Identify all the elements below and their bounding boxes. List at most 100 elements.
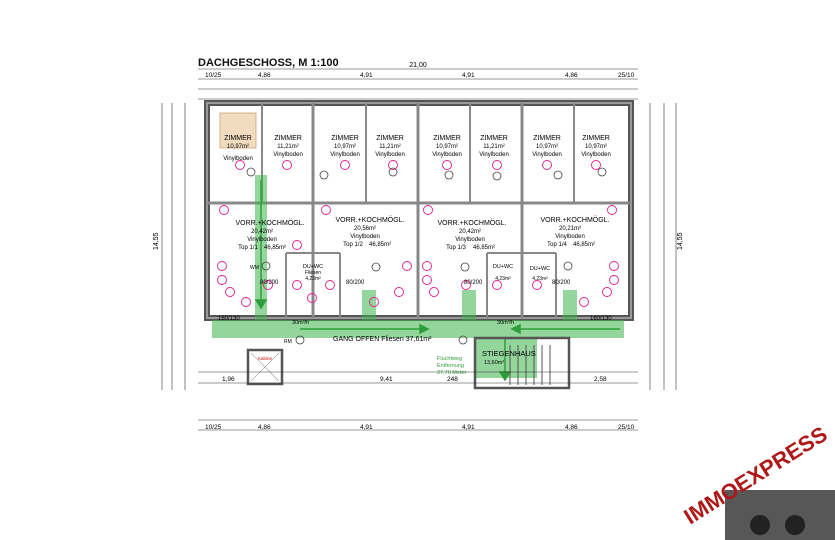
svg-text:ZIMMER: ZIMMER — [376, 135, 404, 142]
svg-text:DU+WC: DU+WC — [303, 264, 323, 270]
highlight-room — [219, 112, 257, 149]
bath-unit-2: DU+WC Fliesen 4,23m² — [303, 264, 323, 282]
bottom-dimensions — [198, 371, 638, 431]
svg-text:46,85m²: 46,85m² — [573, 242, 595, 248]
lift-shaft — [246, 348, 284, 386]
svg-text:VORR.+KOCHMÖGL.: VORR.+KOCHMÖGL. — [437, 219, 506, 227]
room-markers — [217, 160, 619, 307]
vent-label-1: 30m³/h — [292, 320, 309, 326]
svg-text:ZIMMER: ZIMMER — [224, 135, 252, 142]
svg-text:20,21m²: 20,21m² — [559, 226, 581, 232]
svg-text:Top 1/2: Top 1/2 — [343, 242, 363, 248]
unit-3: ZIMMER 10,97m² Vinylboden ZIMMER 11,21m²… — [432, 135, 509, 251]
svg-text:Top 1/3: Top 1/3 — [446, 245, 466, 251]
door-label-4: 80/200 — [552, 280, 571, 286]
svg-text:DU+WC: DU+WC — [493, 264, 513, 270]
escape-label-3: 27,70 Meter — [437, 370, 467, 376]
side-dimension-lines — [161, 103, 677, 390]
bottom-left: 1,96 — [222, 376, 235, 383]
svg-text:20,42m²: 20,42m² — [459, 229, 481, 235]
svg-text:ZIMMER: ZIMMER — [274, 135, 302, 142]
window-label-left: 160/130 — [218, 316, 240, 322]
lift-label: Kabine — [258, 356, 273, 361]
wm-label: WM — [250, 265, 259, 271]
svg-text:VORR.+KOCHMÖGL.: VORR.+KOCHMÖGL. — [335, 216, 404, 224]
bottom-seg-2: 4,91 — [360, 424, 373, 431]
svg-text:20,42m²: 20,42m² — [251, 229, 273, 235]
svg-text:20,56m²: 20,56m² — [354, 226, 376, 232]
top-seg-4: 4,86 — [565, 72, 578, 79]
bottom-seg-4: 4,86 — [565, 424, 578, 431]
svg-text:Vinylboden: Vinylboden — [273, 152, 303, 158]
door-label-3: 80/200 — [464, 280, 483, 286]
door-label-1: 80/200 — [260, 280, 279, 286]
svg-text:46,85m²: 46,85m² — [473, 245, 495, 251]
svg-text:Top 1/1: Top 1/1 — [238, 245, 258, 251]
svg-text:ZIMMER: ZIMMER — [533, 135, 561, 142]
door-label-2: 80/200 — [346, 280, 365, 286]
stair-house — [473, 336, 571, 390]
svg-text:10,97m²: 10,97m² — [227, 144, 249, 150]
svg-text:4,23m²: 4,23m² — [495, 276, 511, 282]
top-seg-1: 4,86 — [258, 72, 271, 79]
svg-text:Vinylboden: Vinylboden — [479, 152, 509, 158]
svg-text:46,85m²: 46,85m² — [369, 242, 391, 248]
escape-arrows — [254, 180, 620, 382]
svg-text:11,21m²: 11,21m² — [277, 144, 299, 150]
depth-right: 14,55 — [677, 232, 684, 250]
escape-label-2: Entfernung — [437, 363, 464, 369]
svg-text:10,97m²: 10,97m² — [536, 144, 558, 150]
svg-text:46,85m²: 46,85m² — [264, 245, 286, 251]
svg-text:Top 1/4: Top 1/4 — [547, 242, 567, 248]
svg-text:4,23m²: 4,23m² — [532, 276, 548, 282]
rm-label: RM — [284, 339, 292, 345]
top-edge-right: 25/10 — [618, 72, 635, 79]
top-seg-2: 4,91 — [360, 72, 373, 79]
svg-text:Vinylboden: Vinylboden — [432, 152, 462, 158]
svg-text:10,97m²: 10,97m² — [585, 144, 607, 150]
bottom-edge-left: 10/25 — [205, 424, 222, 431]
watermark: IMMOEXPRESS — [679, 421, 835, 540]
svg-text:Vinylboden: Vinylboden — [555, 234, 585, 240]
svg-text:10,97m²: 10,97m² — [436, 144, 458, 150]
svg-text:11,21m²: 11,21m² — [379, 144, 401, 150]
bottom-seg-3: 4,91 — [462, 424, 475, 431]
svg-text:Vinylboden: Vinylboden — [455, 237, 485, 243]
bottom-edge-right: 25/10 — [618, 424, 635, 431]
top-seg-3: 4,91 — [462, 72, 475, 79]
svg-text:10,97m²: 10,97m² — [334, 144, 356, 150]
bath-unit-3: DU+WC 4,23m² — [493, 264, 513, 282]
unit-2: ZIMMER 10,97m² Vinylboden ZIMMER 11,21m²… — [330, 135, 405, 248]
svg-text:4,23m²: 4,23m² — [305, 276, 321, 282]
interior-walls — [207, 103, 631, 318]
stair-label: STIEGENHAUS — [482, 349, 536, 358]
bath-unit-4: DU+WC 4,23m² — [530, 266, 550, 282]
unit-4: ZIMMER 10,97m² Vinylboden ZIMMER 10,97m²… — [532, 135, 611, 248]
svg-text:Vinylboden: Vinylboden — [247, 237, 277, 243]
overall-width: 21,00 — [409, 62, 427, 69]
svg-text:11,21m²: 11,21m² — [483, 144, 505, 150]
vent-label-2: 30m³/h — [497, 320, 514, 326]
svg-text:Fliesen: Fliesen — [305, 270, 321, 276]
top-dimensions — [198, 68, 638, 100]
svg-text:DU+WC: DU+WC — [530, 266, 550, 272]
stair-area: 13,60m² — [484, 360, 504, 366]
depth-left: 14,55 — [153, 232, 160, 250]
svg-text:Vinylboden: Vinylboden — [223, 156, 253, 162]
svg-text:Vinylboden: Vinylboden — [350, 234, 380, 240]
bottom-right: 2,58 — [594, 376, 607, 383]
escape-label-1: Fluchtweg — [437, 356, 462, 362]
svg-text:Vinylboden: Vinylboden — [375, 152, 405, 158]
bottom-total: 9,41 — [380, 376, 393, 383]
window-label-right: 160/130 — [590, 316, 612, 322]
svg-text:VORR.+KOCHMÖGL.: VORR.+KOCHMÖGL. — [235, 219, 304, 227]
svg-text:Vinylboden: Vinylboden — [581, 152, 611, 158]
svg-text:VORR.+KOCHMÖGL.: VORR.+KOCHMÖGL. — [540, 216, 609, 224]
svg-text:Vinylboden: Vinylboden — [330, 152, 360, 158]
bottom-seg-1: 4,86 — [258, 424, 271, 431]
svg-text:ZIMMER: ZIMMER — [433, 135, 461, 142]
top-edge-left: 10/25 — [205, 72, 222, 79]
plan-title: DACHGESCHOSS, M 1:100 — [198, 57, 339, 69]
svg-text:ZIMMER: ZIMMER — [331, 135, 359, 142]
